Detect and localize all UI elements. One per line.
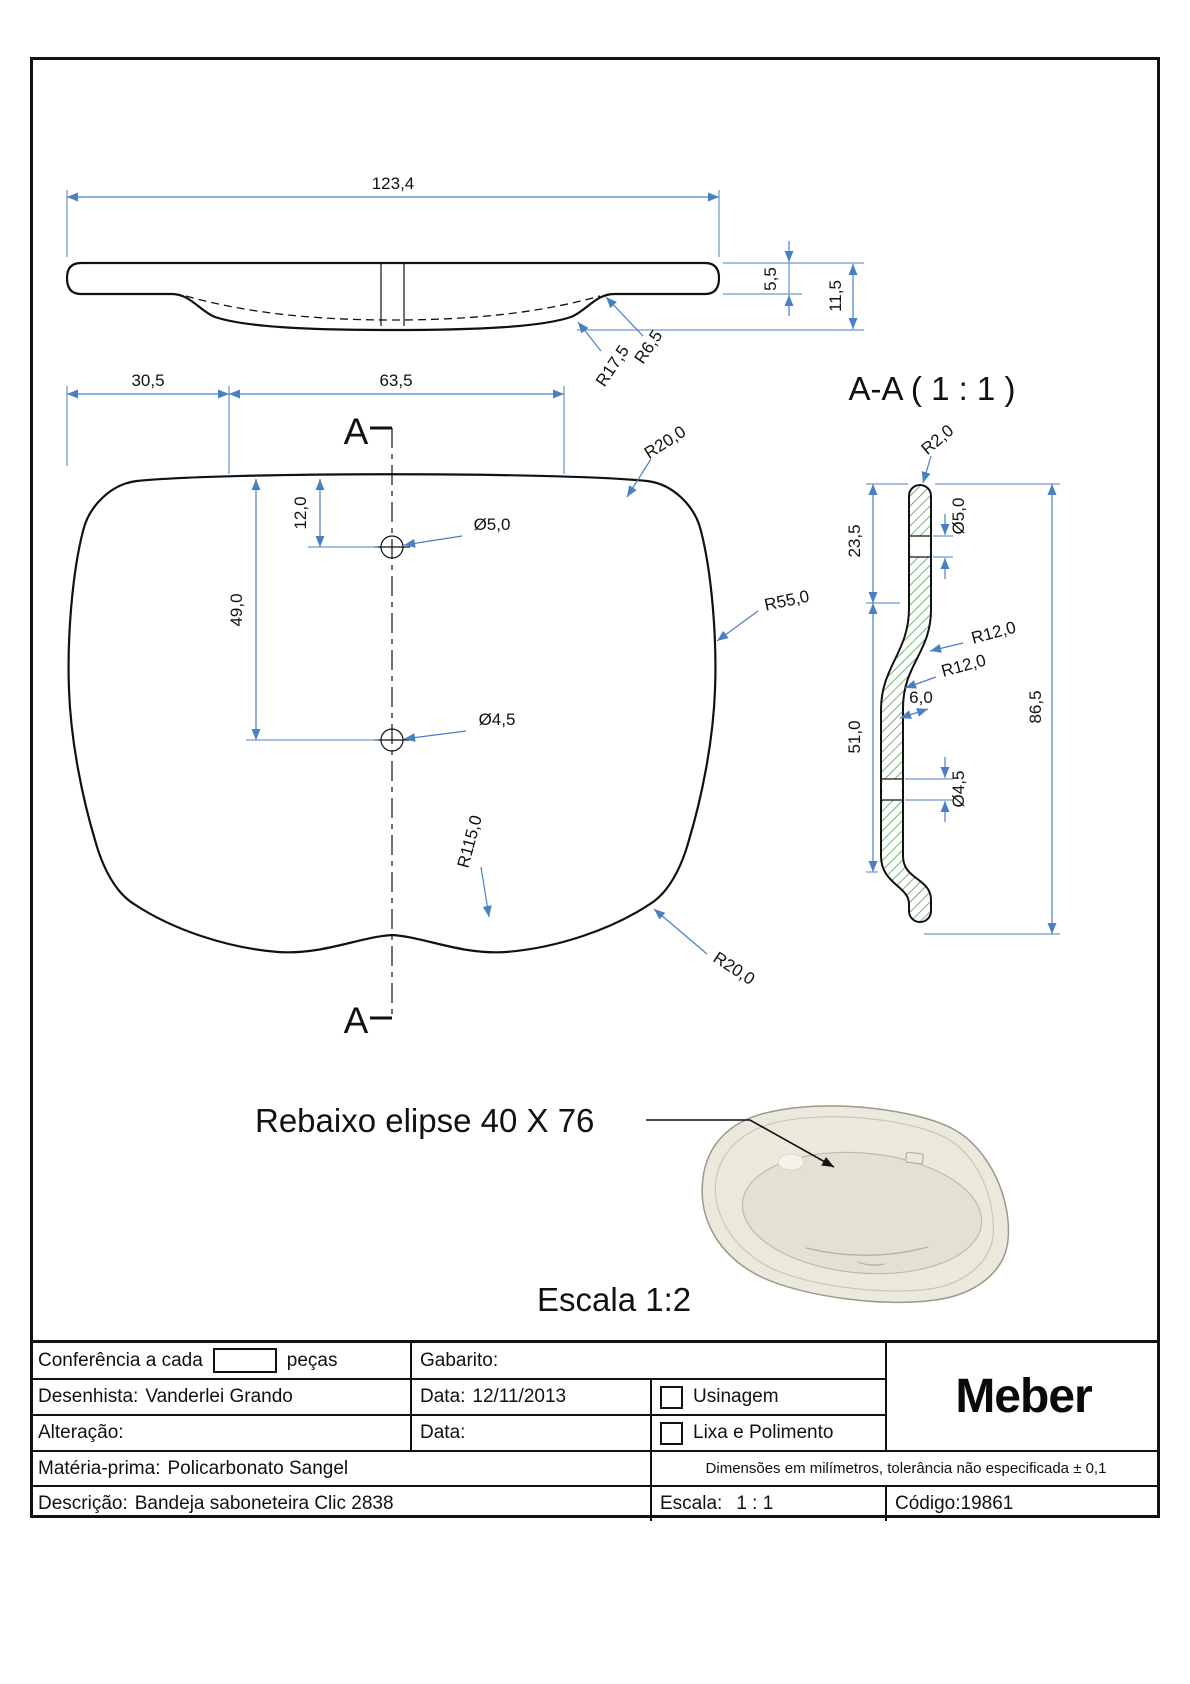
conferencia-label: Conferência a cada [38, 1349, 203, 1371]
descricao-value: Bandeja saboneteira Clic 2838 [134, 1493, 394, 1514]
scale-note: Escala 1:2 [537, 1281, 691, 1318]
desenhista-value: Vanderlei Grando [145, 1386, 293, 1407]
section-marker-top: A [344, 411, 369, 452]
data1-label: Data: [420, 1386, 466, 1407]
tolerancia-cell: Dimensões em milímetros, tolerância não … [650, 1450, 1160, 1485]
tray-3d-notch [905, 1151, 924, 1165]
desenhista-cell: Desenhista: Vanderlei Grando [30, 1378, 410, 1414]
usinagem-cell: Usinagem [650, 1378, 885, 1414]
dim-plan-hole1-dia: Ø5,0 [474, 515, 511, 534]
dim-plan-left: 30,5 [131, 371, 164, 390]
escala-value: 1 : 1 [736, 1493, 774, 1514]
pecas-label: peças [286, 1349, 338, 1371]
tolerancia-note: Dimensões em milímetros, tolerância não … [705, 1460, 1107, 1477]
gabarito-label: Gabarito: [420, 1349, 499, 1371]
dim-sec-hole1-dia: Ø5,0 [949, 498, 968, 535]
section-dimension-lines [866, 455, 1060, 935]
sheet-border [30, 57, 1160, 1518]
tray-3d-clic-mark [857, 1261, 885, 1266]
codigo-value: 19861 [960, 1493, 1014, 1514]
dim-sec-wall: 6,0 [909, 688, 933, 707]
dim-plan-center: 63,5 [379, 371, 412, 390]
dim-profile-r6: R6,5 [631, 327, 667, 367]
dim-profile-rim: 5,5 [761, 267, 780, 291]
dim-sec-upper: 23,5 [845, 524, 864, 557]
materia-value: Policarbonato Sangel [167, 1457, 349, 1479]
data1-value: 12/11/2013 [472, 1386, 567, 1407]
company-logo: Meber [955, 1370, 1092, 1423]
descricao-cell: Descrição: Bandeja saboneteira Clic 2838 [30, 1485, 650, 1521]
profile-hidden-line [185, 295, 601, 321]
rebaixo-note: Rebaixo elipse 40 X 76 [255, 1102, 594, 1139]
materia-label: Matéria-prima: [38, 1457, 161, 1479]
escala-cell: Escala: 1 : 1 [650, 1485, 885, 1521]
escala-label: Escala: [660, 1493, 723, 1514]
tray-3d-rim-line [714, 1116, 994, 1292]
descricao-label: Descrição: [38, 1493, 128, 1514]
logo-cell: Meber [885, 1343, 1160, 1450]
dim-sec-lower: 51,0 [845, 720, 864, 753]
alteracao-cell: Alteração: [30, 1414, 410, 1450]
dim-sec-r2: R2,0 [918, 421, 958, 459]
dim-sec-r12-a: R12,0 [969, 618, 1018, 648]
profile-dimension-lines [66, 190, 864, 352]
usinagem-label: Usinagem [693, 1386, 779, 1407]
data2-label: Data: [420, 1422, 466, 1443]
lixa-cell: Lixa e Polimento [650, 1414, 885, 1450]
section-view-title: A-A ( 1 : 1 ) [849, 370, 1016, 407]
tray-3d-recess [741, 1151, 983, 1275]
section-marker-bottom: A [344, 1000, 369, 1041]
dim-plan-hole2-dia: Ø4,5 [479, 710, 516, 729]
rebaixo-leader-line [646, 1119, 835, 1168]
dim-profile-r17: R17,5 [592, 342, 633, 390]
lixa-label: Lixa e Polimento [693, 1422, 834, 1443]
section-profile [880, 484, 932, 923]
profile-view: 123,4 5,5 11,5 R17,5 R6,5 [65, 174, 864, 390]
dim-profile-height: 11,5 [826, 280, 845, 312]
dim-plan-r20-top: R20,0 [641, 422, 689, 463]
tray-3d-crease [805, 1246, 929, 1256]
title-block: Conferência a cada peças Gabarito: Meber… [30, 1340, 1160, 1521]
dim-plan-r20-bottom: R20,0 [710, 948, 758, 989]
alteracao-label: Alteração: [38, 1422, 124, 1443]
dim-plan-hole1-offset: 12,0 [291, 496, 310, 529]
plan-dimension-lines [66, 386, 759, 955]
annotations: Rebaixo elipse 40 X 76 Escala 1:2 [255, 1102, 835, 1318]
tray-3d-highlight [777, 1153, 805, 1171]
data2-cell: Data: [410, 1414, 650, 1450]
desenhista-label: Desenhista: [38, 1386, 139, 1407]
codigo-label: Código: [895, 1493, 961, 1514]
dim-sec-r12-b: R12,0 [939, 651, 988, 681]
gabarito-cell: Gabarito: [410, 1343, 885, 1378]
profile-outline [65, 261, 721, 332]
data1-cell: Data: 12/11/2013 [410, 1378, 650, 1414]
dim-plan-r55: R55,0 [763, 587, 811, 615]
lixa-checkbox [660, 1421, 683, 1445]
codigo-cell: Código: 19861 [885, 1485, 1160, 1521]
conferencia-cell: Conferência a cada peças [30, 1343, 410, 1378]
plan-view: A A 30,5 63,5 12,0 49,0 Ø5,0 Ø4,5 R20,0 … [66, 371, 811, 1041]
materia-cell: Matéria-prima: Policarbonato Sangel [30, 1450, 650, 1485]
isometric-view [701, 1105, 1010, 1304]
section-view: A-A ( 1 : 1 ) [845, 370, 1060, 935]
conferencia-fill-box [212, 1348, 277, 1373]
dim-plan-hole2-offset: 49,0 [227, 593, 246, 626]
usinagem-checkbox [660, 1385, 683, 1409]
dim-profile-width: 123,4 [372, 174, 415, 193]
dim-sec-hole2-dia: Ø4,5 [949, 771, 968, 808]
section-hole1-gap [910, 536, 930, 557]
dim-sec-total: 86,5 [1026, 690, 1045, 723]
section-hole2-gap [882, 779, 902, 800]
